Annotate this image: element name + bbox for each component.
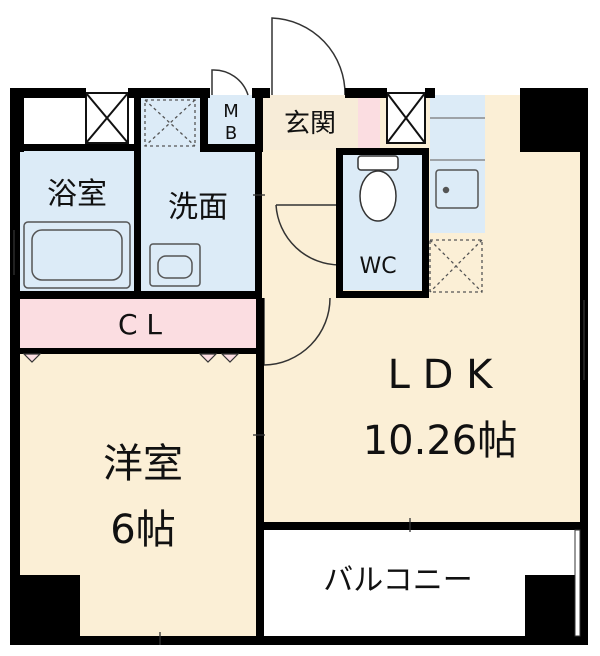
entry-door-swings bbox=[211, 17, 346, 96]
entrance-label: 玄関 bbox=[284, 109, 336, 139]
hall-door-swing bbox=[275, 204, 341, 266]
ldk-label: L D K bbox=[388, 352, 495, 398]
fridge-space-icon bbox=[429, 239, 483, 293]
window-marks bbox=[13, 194, 585, 645]
bathtub-icon bbox=[23, 221, 131, 289]
wc-label: WC bbox=[359, 254, 396, 279]
mb-label-top: M bbox=[223, 101, 239, 122]
duct-right bbox=[386, 92, 426, 144]
washroom-label: 洗面 bbox=[168, 190, 228, 225]
bath-label: 浴室 bbox=[47, 177, 107, 212]
washer-pan-icon bbox=[144, 99, 196, 147]
closet-floor bbox=[20, 298, 258, 348]
balcony-railing bbox=[574, 529, 581, 637]
closet-markers bbox=[22, 353, 240, 363]
kitchen-counter-lines bbox=[430, 117, 485, 161]
duct-left bbox=[85, 92, 129, 144]
kitchen-counter bbox=[430, 95, 485, 233]
western-size-label: 6帖 bbox=[110, 507, 175, 553]
kitchen-sink-icon bbox=[435, 169, 479, 209]
hall-floor bbox=[258, 150, 340, 298]
entrance-step bbox=[358, 95, 380, 150]
mb-label-bottom: B bbox=[225, 123, 237, 144]
western-room-label: 洋室 bbox=[103, 441, 183, 487]
balcony-label: バルコニー bbox=[323, 563, 472, 598]
closet-label: C L bbox=[118, 308, 162, 341]
ldk-size-label: 10.26帖 bbox=[363, 418, 518, 464]
entrance-floor bbox=[262, 95, 358, 150]
sink-icon bbox=[149, 243, 201, 287]
toilet-icon bbox=[357, 155, 399, 222]
ldk-door-swing bbox=[263, 297, 331, 366]
